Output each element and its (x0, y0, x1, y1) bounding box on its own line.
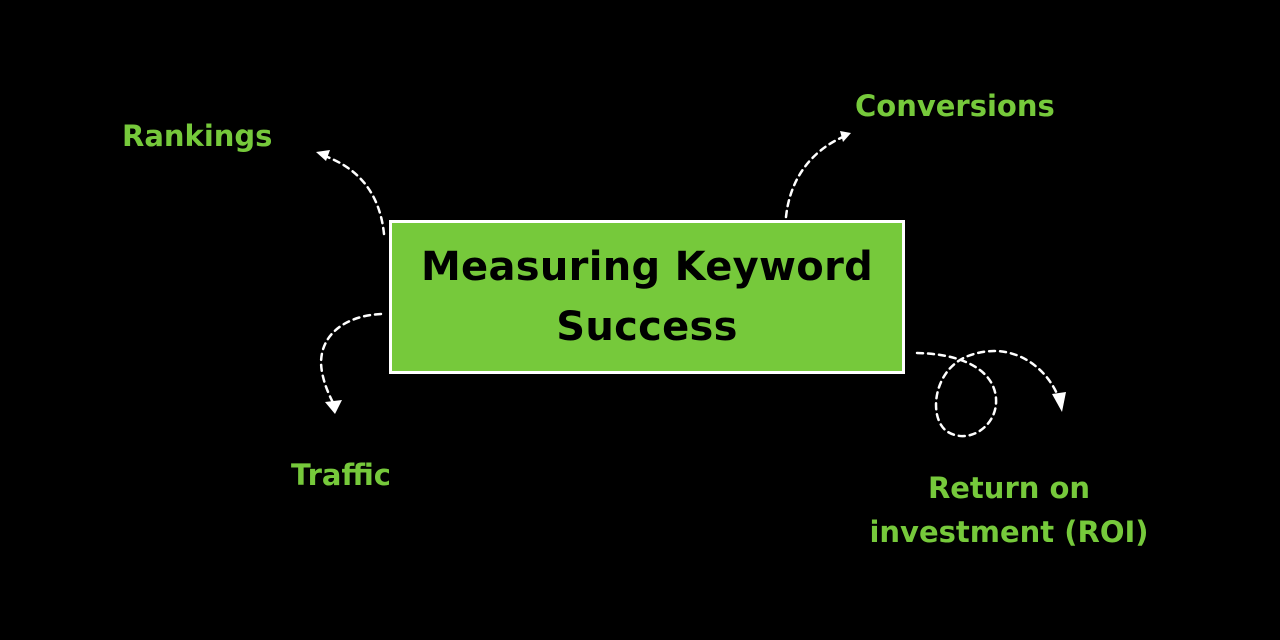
node-rankings: Rankings (122, 119, 273, 153)
arrow-to-rankings (316, 150, 386, 236)
central-topic-box: Measuring Keyword Success (389, 220, 905, 374)
arrow-to-traffic (319, 312, 383, 414)
arrow-to-roi (915, 349, 1066, 438)
central-topic-title: Measuring Keyword Success (420, 244, 874, 350)
node-roi: Return on investment (ROI) (869, 471, 1149, 549)
node-traffic: Traffic (291, 458, 391, 492)
arrow-to-conversions (784, 131, 851, 219)
node-conversions: Conversions (855, 89, 1055, 123)
